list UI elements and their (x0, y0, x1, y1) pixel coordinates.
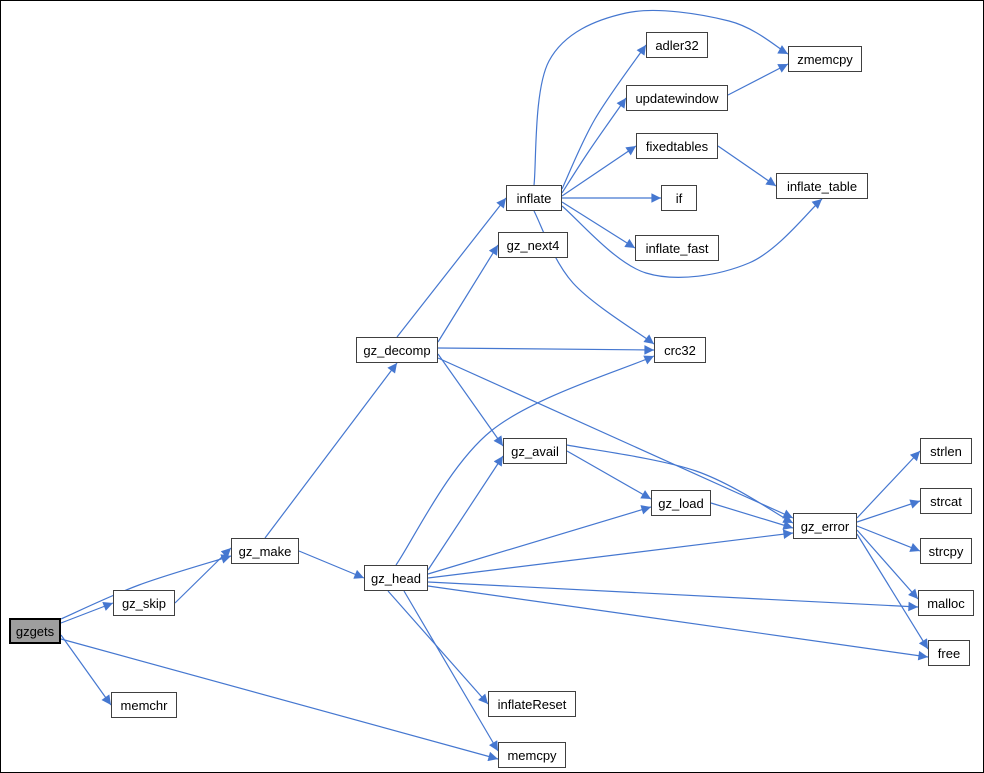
node-inflateReset[interactable]: inflateReset (488, 691, 576, 717)
edge-gz_decomp-to-inflate (396, 197, 507, 338)
edge-gz_head-to-crc32 (395, 355, 655, 566)
edge-gz_error-to-malloc (856, 529, 919, 600)
edge-gz_head-to-gz_error (427, 529, 794, 579)
edge-gzgets-to-memcpy (60, 638, 499, 762)
node-free[interactable]: free (928, 640, 970, 666)
node-gz_decomp[interactable]: gz_decomp (356, 337, 438, 363)
node-strcat[interactable]: strcat (920, 488, 972, 514)
edge-gz_decomp-to-gz_next4 (437, 244, 499, 343)
node-inflate[interactable]: inflate (506, 185, 562, 211)
edge-gz_make-to-gz_head (298, 550, 365, 579)
node-gz_avail[interactable]: gz_avail (503, 438, 567, 464)
edge-fixedtables-to-inflate_table (717, 145, 777, 187)
node-inflate_fast[interactable]: inflate_fast (635, 235, 719, 261)
edge-gz_decomp-to-gz_error (437, 357, 794, 519)
node-strlen[interactable]: strlen (920, 438, 972, 464)
node-memchr[interactable]: memchr (111, 692, 177, 718)
node-strcpy[interactable]: strcpy (920, 538, 972, 564)
edge-inflate-to-inflate_fast (561, 201, 636, 249)
edge-gz_head-to-gz_avail (427, 455, 504, 571)
edge-inflate-to-adler32 (561, 44, 647, 190)
edge-gz_head-to-gz_load (427, 505, 652, 575)
edge-gz_error-to-strcat (856, 499, 921, 523)
node-crc32[interactable]: crc32 (654, 337, 706, 363)
edge-gz_make-to-gz_decomp (264, 362, 398, 539)
call-graph-edges (60, 9, 929, 762)
edge-gz_head-to-malloc (427, 581, 919, 612)
edge-inflate-to-inflate_table (561, 198, 823, 278)
edge-gz_head-to-memcpy (403, 590, 499, 752)
node-inflate_table[interactable]: inflate_table (776, 173, 868, 199)
edge-gz_head-to-free (427, 585, 929, 661)
edge-inflate-to-crc32 (533, 210, 655, 345)
edge-gz_decomp-to-gz_avail (437, 353, 504, 447)
node-malloc[interactable]: malloc (918, 590, 974, 616)
node-gz_head[interactable]: gz_head (364, 565, 428, 591)
edge-gz_error-to-strlen (856, 450, 921, 519)
edge-gz_error-to-strcpy (856, 525, 921, 552)
node-gzgets[interactable]: gzgets (9, 618, 61, 644)
node-if[interactable]: if (661, 185, 697, 211)
edge-gz_avail-to-gz_error (566, 444, 794, 524)
node-gz_error[interactable]: gz_error (793, 513, 857, 539)
node-memcpy[interactable]: memcpy (498, 742, 566, 768)
node-gz_skip[interactable]: gz_skip (113, 590, 175, 616)
edge-gz_skip-to-gz_make (174, 547, 232, 604)
edge-gz_load-to-gz_error (710, 502, 794, 530)
node-adler32[interactable]: adler32 (646, 32, 708, 58)
node-gz_next4[interactable]: gz_next4 (498, 232, 568, 258)
edge-gzgets-to-gz_make (60, 554, 232, 620)
node-updatewindow[interactable]: updatewindow (626, 85, 728, 111)
edge-inflate-to-zmemcpy (533, 9, 789, 186)
node-fixedtables[interactable]: fixedtables (636, 133, 718, 159)
edge-gz_error-to-free (856, 533, 929, 650)
edge-gz_decomp-to-crc32 (437, 345, 655, 355)
edge-gzgets-to-memchr (60, 634, 112, 706)
node-zmemcpy[interactable]: zmemcpy (788, 46, 862, 72)
edge-inflate-to-updatewindow (561, 97, 627, 194)
node-gz_load[interactable]: gz_load (651, 490, 711, 516)
edge-updatewindow-to-zmemcpy (727, 63, 789, 96)
edge-gz_head-to-inflateReset (387, 590, 489, 705)
edge-gz_avail-to-gz_load (566, 450, 652, 500)
edge-inflate-to-fixedtables (561, 145, 637, 197)
edge-gzgets-to-gz_skip (60, 601, 114, 624)
node-gz_make[interactable]: gz_make (231, 538, 299, 564)
